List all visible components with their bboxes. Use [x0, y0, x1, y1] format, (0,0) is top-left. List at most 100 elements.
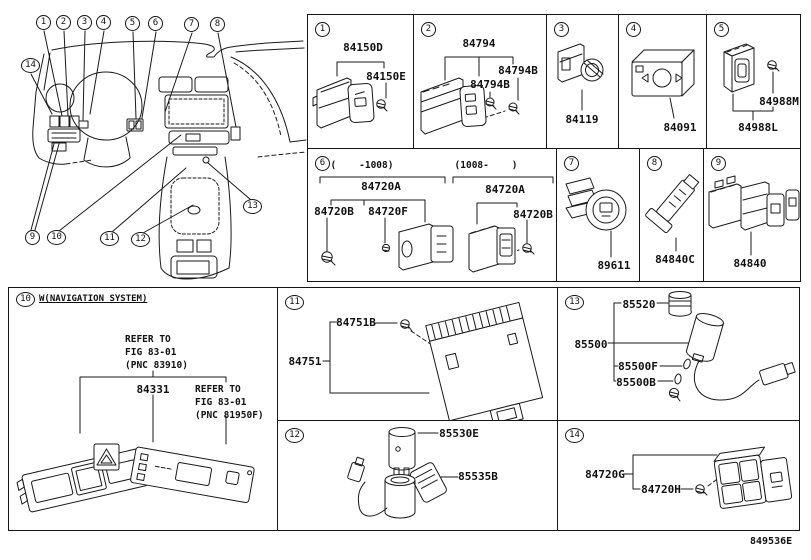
cell-13-lighter-illustration [607, 291, 796, 402]
cell-1-number[interactable]: 1 [315, 22, 330, 37]
bottom-grid-frame [8, 287, 800, 531]
callout-6[interactable]: 6 [148, 16, 163, 31]
cell-2: 2 84794 84794B 84794B [413, 14, 546, 150]
cell-3: 3 84119 [546, 14, 618, 149]
grid-divider [706, 14, 707, 148]
cell-4: 4 84091 [618, 14, 706, 149]
cell-6-switch-illustration [319, 176, 554, 273]
cell-11: 11 84751B 84751 [277, 287, 557, 420]
part-label-84720A[interactable]: 84720A [361, 180, 401, 193]
callout-1[interactable]: 1 [36, 15, 51, 30]
grid-divider [703, 148, 704, 282]
grid-divider [277, 287, 278, 531]
part-label-84720A[interactable]: 84720A [485, 183, 525, 196]
range-late: (1008- ) [454, 160, 518, 171]
cell-10-number[interactable]: 10 [16, 292, 35, 307]
cell-1: 1 84150D 84150E [307, 14, 413, 149]
callout-9[interactable]: 9 [25, 230, 40, 245]
part-label-84091[interactable]: 84091 [663, 121, 697, 134]
grid-divider [546, 14, 547, 148]
cell-2-number[interactable]: 2 [421, 22, 436, 37]
doc-number: 849536E [750, 536, 793, 547]
part-label-84794B[interactable]: 84794B [498, 64, 538, 77]
grid-divider [413, 14, 414, 148]
part-label-84720F[interactable]: 84720F [368, 205, 408, 218]
part-label-89611[interactable]: 89611 [597, 259, 631, 272]
cell-12-power-outlet-illustration [347, 427, 459, 519]
part-label-84794B[interactable]: 84794B [470, 78, 510, 91]
callout-12[interactable]: 12 [131, 232, 150, 247]
part-label-84720H[interactable]: 84720H [641, 483, 681, 496]
grid-divider [618, 14, 619, 148]
part-label-84331[interactable]: 84331 [136, 383, 170, 396]
part-label-84751[interactable]: 84751 [288, 355, 322, 368]
part-label-84794[interactable]: 84794 [462, 37, 496, 50]
grid-divider [277, 420, 800, 421]
part-label-84150E[interactable]: 84150E [366, 70, 406, 83]
part-label-84840[interactable]: 84840 [733, 257, 767, 270]
cell-10: 10 W(NAVIGATION SYSTEM) [8, 287, 277, 531]
cell-12: 12 85530E 85535B [277, 420, 557, 531]
range-early: ( -1008) [330, 160, 394, 171]
callout-13[interactable]: 13 [243, 199, 262, 214]
cell-7: 7 89611 [556, 148, 639, 282]
part-label-84119[interactable]: 84119 [565, 113, 599, 126]
cell-13: 13 85520 85500 85500F 85500B [557, 287, 800, 420]
part-label-84720B[interactable]: 84720B [513, 208, 553, 221]
part-label-84150D[interactable]: 84150D [343, 41, 383, 54]
cell-9: 9 84840 [703, 148, 801, 282]
callout-3[interactable]: 3 [77, 15, 92, 30]
part-label-84988M[interactable]: 84988M [759, 95, 799, 108]
callout-8[interactable]: 8 [210, 17, 225, 32]
part-label-85500B[interactable]: 85500B [616, 376, 656, 389]
callout-10[interactable]: 10 [47, 230, 66, 245]
grid-divider [307, 148, 801, 149]
callout-5[interactable]: 5 [125, 16, 140, 31]
grid-divider [557, 287, 558, 531]
cell-14-switch-illustration [623, 446, 793, 509]
callout-11[interactable]: 11 [100, 231, 119, 246]
grid-divider [639, 148, 640, 282]
callout-14[interactable]: 14 [21, 58, 40, 73]
cell-3-switch-illustration [557, 43, 604, 111]
part-label-84751B[interactable]: 84751B [336, 316, 376, 329]
navigation-system-title: W(NAVIGATION SYSTEM) [39, 294, 148, 304]
cell-4-number[interactable]: 4 [626, 22, 641, 37]
part-label-84840C[interactable]: 84840C [655, 253, 695, 266]
cell-11-computer-illustration [322, 301, 544, 420]
cell-9-number[interactable]: 9 [711, 156, 726, 171]
cell-12-number[interactable]: 12 [285, 428, 304, 443]
cell-14: 14 84720G 84720H [557, 420, 800, 531]
cell-9-switch-illustration [708, 175, 800, 256]
part-label-85530E[interactable]: 85530E [439, 427, 479, 440]
dashboard-overview-illustration [30, 30, 307, 280]
cell-5: 5 84988M 84988L [706, 14, 801, 150]
cell-2-switch-illustration [420, 56, 520, 135]
cell-11-number[interactable]: 11 [285, 295, 304, 310]
cell-8-number[interactable]: 8 [647, 156, 662, 171]
callout-4[interactable]: 4 [96, 15, 111, 30]
cell-6-number[interactable]: 6 [315, 156, 330, 171]
cell-3-number[interactable]: 3 [554, 22, 569, 37]
cell-7-number[interactable]: 7 [564, 156, 579, 171]
part-label-84988L[interactable]: 84988L [738, 121, 778, 134]
callout-7[interactable]: 7 [184, 17, 199, 32]
cell-13-number[interactable]: 13 [565, 295, 584, 310]
cell-14-number[interactable]: 14 [565, 428, 584, 443]
part-label-85535B[interactable]: 85535B [458, 470, 498, 483]
part-label-84720B[interactable]: 84720B [314, 205, 354, 218]
callout-2[interactable]: 2 [56, 15, 71, 30]
cell-4-switch-illustration [631, 49, 695, 119]
cell-6: 6 ( -1008) (1008- ) [307, 148, 556, 282]
grid-divider [556, 148, 557, 282]
part-label-85500F[interactable]: 85500F [618, 360, 658, 373]
cell-5-number[interactable]: 5 [714, 22, 729, 37]
cell-7-power-switch-illustration [565, 177, 627, 258]
part-label-85520[interactable]: 85520 [622, 298, 656, 311]
cell-10-panel-illustration [16, 370, 255, 513]
part-label-84720G[interactable]: 84720G [585, 468, 625, 481]
part-label-85500[interactable]: 85500 [574, 338, 608, 351]
